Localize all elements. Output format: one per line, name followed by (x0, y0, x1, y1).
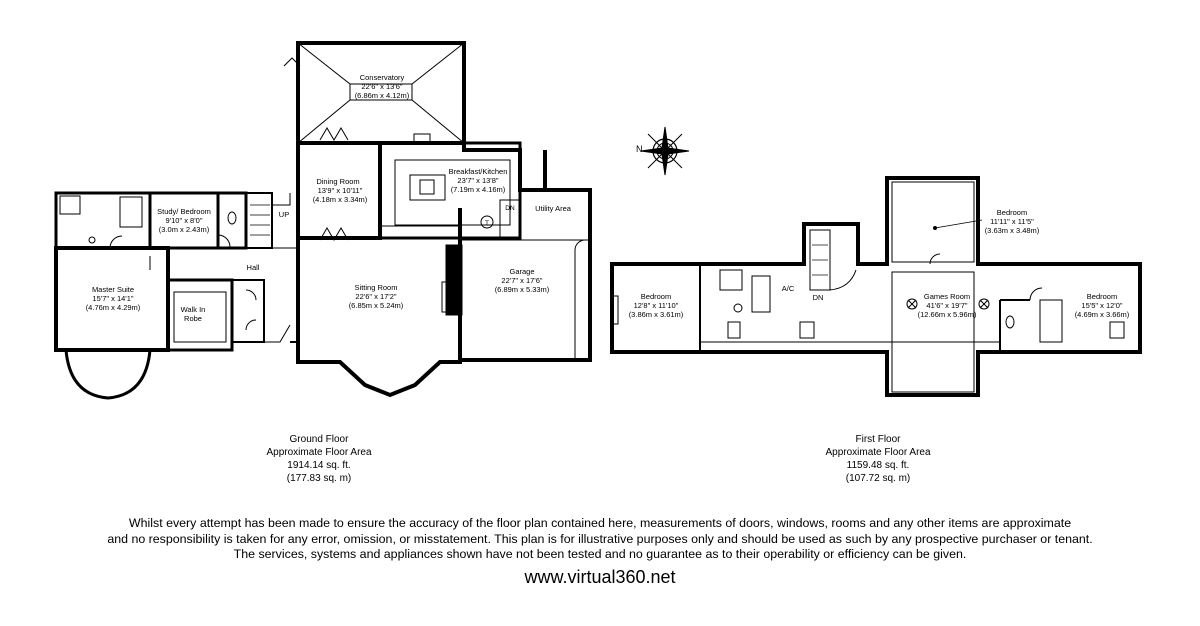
room-name: Breakfast/Kitchen (449, 167, 508, 176)
room-size-imperial: 12'8" x 11'10" (634, 301, 679, 310)
room-size-metric: (3.86m x 3.61m) (629, 310, 684, 319)
floor-area-sqm: (107.72 sq. m) (845, 473, 911, 484)
room-name: Garage (509, 267, 534, 276)
room-name: Dining Room (316, 177, 359, 186)
bedroom-left-room (611, 264, 743, 352)
first-floor-caption: First Floor Approximate Floor Area 1159.… (728, 433, 1028, 485)
hall-label: Hall (247, 263, 260, 272)
room-size-imperial: 13'9" x 10'11" (318, 186, 363, 195)
walk-in-robe-label: Robe (184, 314, 202, 323)
floor-area-sqft: 1914.14 sq. ft. (287, 460, 351, 471)
room-size-metric: (4.69m x 3.66m) (1075, 310, 1130, 319)
room-size-imperial: 22'7" x 17'6" (501, 276, 542, 285)
room-size-metric: (6.89m x 5.33m) (495, 285, 550, 294)
floor-area-sqft: 1159.48 sq. ft. (846, 460, 910, 471)
disclaimer-line: and no responsibility is taken for any e… (107, 531, 1093, 546)
room-name: Sitting Room (355, 283, 398, 292)
room-size-imperial: 11'11" x 11'5" (990, 217, 1034, 226)
room-size-metric: (3.0m x 2.43m) (159, 225, 210, 234)
games-room (799, 253, 990, 339)
room-name: Conservatory (360, 73, 405, 82)
room-size-imperial: 15'7" x 14'1" (92, 294, 133, 303)
room-size-imperial: 41'6" x 19'7" (926, 301, 967, 310)
first-floor-outline (610, 176, 1142, 397)
ground-floor-caption: Ground Floor Approximate Floor Area 1914… (169, 433, 469, 485)
room-name: Games Room (924, 292, 970, 301)
boiler-label: T (485, 220, 489, 227)
bedroom-right-room (999, 287, 1125, 352)
room-size-imperial: 9'10" x 8'0" (166, 216, 203, 225)
room-size-imperial: 22'6" x 17'2" (355, 292, 396, 301)
room-size-imperial: 22'6" x 13'6" (361, 82, 402, 91)
stairs-up-label: UP (279, 210, 289, 219)
floor-area-label: Approximate Floor Area (825, 447, 931, 458)
stairs-first-floor (751, 229, 857, 313)
first-floor-plan (610, 176, 1142, 397)
disclaimer-line: The services, systems and appliances sho… (233, 547, 967, 561)
sitting-room (296, 236, 462, 398)
room-size-metric: (6.85m x 5.24m) (349, 301, 404, 310)
ground-floor-plan (54, 41, 592, 400)
compass-rose-icon (640, 126, 690, 176)
room-name: Bedroom (1087, 292, 1117, 301)
bedroom-top-pointer (934, 219, 983, 229)
stairs-down-label: DN (813, 293, 824, 302)
ac-label: A/C (782, 284, 795, 293)
room-size-metric: (4.18m x 3.34m) (313, 195, 368, 204)
disclaimer-text: Whilst every attempt has been made to en… (0, 516, 1200, 563)
room-name: Bedroom (641, 292, 671, 301)
utility-area-label: Utility Area (535, 204, 572, 213)
room-size-metric: (4.76m x 4.29m) (86, 303, 141, 312)
room-size-metric: (12.66m x 5.96m) (918, 310, 977, 319)
floor-plan-drawing: N Conservatory 22'6" x 13'6" (6.86m x 4.… (54, 41, 1142, 400)
compass-north-letter: N (636, 144, 643, 154)
room-name: Bedroom (997, 208, 1027, 217)
room-size-metric: (6.86m x 4.12m) (355, 91, 410, 100)
floor-area-sqm: (177.83 sq. m) (286, 473, 352, 484)
room-size-metric: (7.19m x 4.16m) (451, 185, 506, 194)
floor-name: Ground Floor (289, 434, 349, 445)
room-name: Master Suite (92, 285, 134, 294)
room-labels: Conservatory 22'6" x 13'6" (6.86m x 4.12… (86, 73, 1130, 323)
floor-area-label: Approximate Floor Area (266, 447, 372, 458)
room-size-imperial: 23'7" x 13'8" (457, 176, 498, 185)
walk-in-robe-label: Walk In (181, 305, 206, 314)
bedroom-top-marker (933, 226, 937, 230)
room-name: Study/ Bedroom (157, 207, 211, 216)
walk-in-robe-room (166, 278, 291, 352)
stairs-down-label: DN (505, 205, 515, 212)
website-url: www.virtual360.net (524, 567, 676, 587)
floor-name: First Floor (855, 434, 901, 445)
room-size-metric: (3.63m x 3.48m) (985, 226, 1040, 235)
disclaimer-line: Whilst every attempt has been made to en… (128, 516, 1072, 530)
room-size-imperial: 15'5" x 12'0" (1081, 301, 1122, 310)
